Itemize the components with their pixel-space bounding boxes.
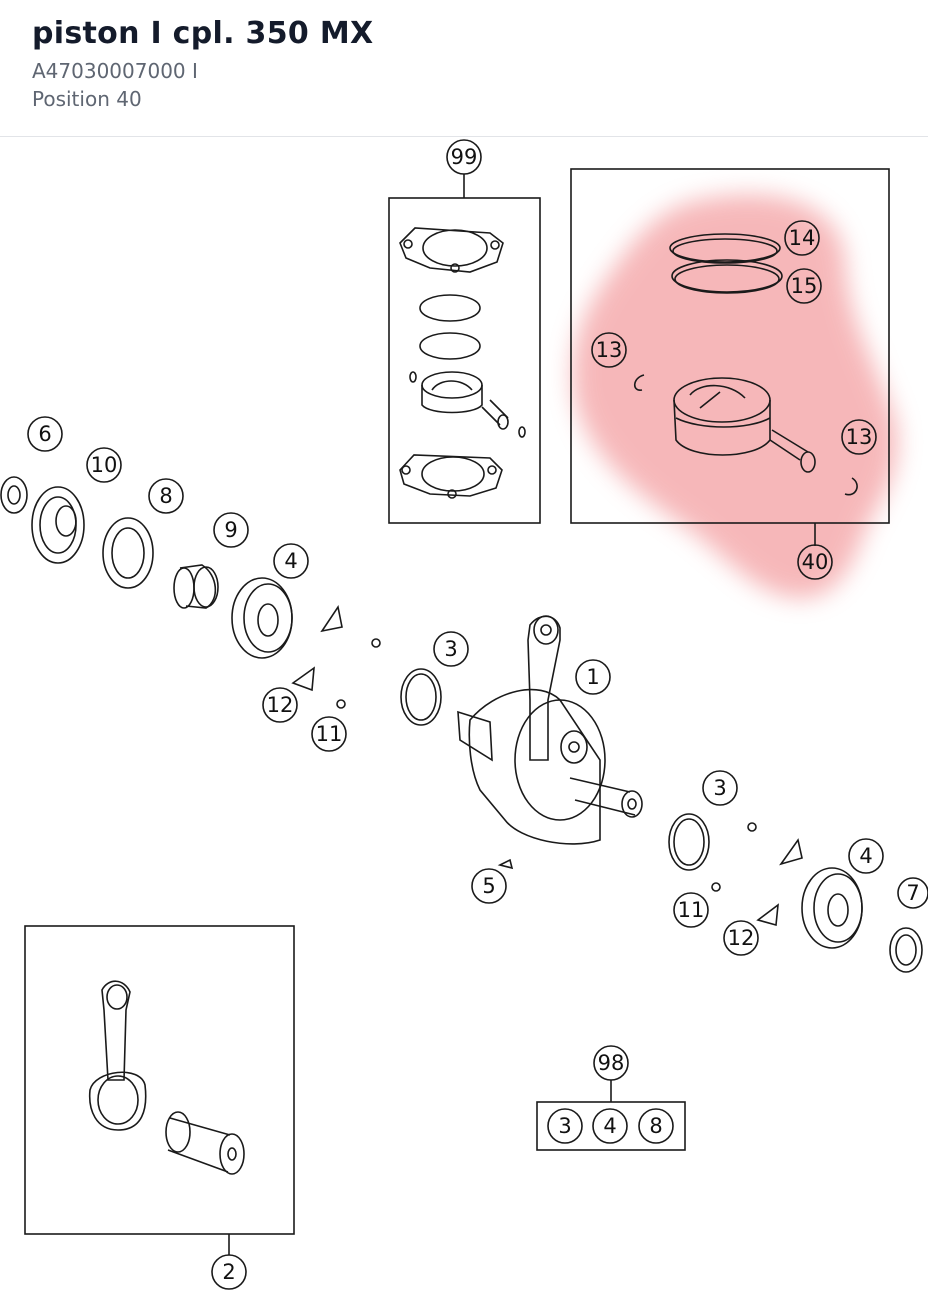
svg-text:12: 12 (267, 693, 294, 717)
svg-text:1: 1 (586, 665, 599, 689)
piston-drawing (633, 233, 858, 496)
callout-11-left[interactable]: 11 (311, 716, 347, 752)
svg-text:12: 12 (728, 926, 755, 950)
svg-text:11: 11 (678, 898, 705, 922)
svg-text:6: 6 (38, 422, 51, 446)
callout-98-4[interactable]: 4 (592, 1108, 628, 1144)
callout-13-left[interactable]: 13 (591, 332, 627, 368)
callout-12-right[interactable]: 12 (723, 920, 759, 956)
callout-11-right[interactable]: 11 (673, 892, 709, 928)
svg-text:8: 8 (159, 484, 172, 508)
callout-8[interactable]: 8 (148, 478, 184, 514)
callout-4-left[interactable]: 4 (273, 543, 309, 579)
conrod-box (24, 925, 295, 1235)
callout-40[interactable]: 40 (797, 544, 833, 580)
svg-text:3: 3 (713, 776, 726, 800)
svg-text:4: 4 (859, 844, 872, 868)
position-label: Position 40 (32, 87, 142, 111)
svg-text:13: 13 (596, 338, 623, 362)
callout-14[interactable]: 14 (784, 220, 820, 256)
svg-text:3: 3 (444, 637, 457, 661)
part-number: A47030007000 I (32, 59, 198, 83)
callout-98-3[interactable]: 3 (547, 1108, 583, 1144)
callout-9[interactable]: 9 (213, 512, 249, 548)
svg-text:13: 13 (846, 425, 873, 449)
callout-13-right[interactable]: 13 (841, 419, 877, 455)
svg-text:14: 14 (789, 226, 816, 250)
svg-text:3: 3 (558, 1114, 571, 1138)
gasket-set-drawing (399, 227, 526, 499)
svg-text:4: 4 (603, 1114, 616, 1138)
shaft-parts-left (0, 476, 442, 726)
shaft-parts-right (668, 813, 923, 973)
callout-98[interactable]: 98 (593, 1045, 629, 1081)
callout-99[interactable]: 99 (446, 139, 482, 175)
callout-7[interactable]: 7 (897, 877, 928, 909)
callout-15[interactable]: 15 (786, 268, 822, 304)
crankshaft-drawing (457, 615, 643, 870)
svg-text:15: 15 (791, 274, 818, 298)
svg-text:11: 11 (316, 722, 343, 746)
svg-text:5: 5 (482, 874, 495, 898)
svg-text:10: 10 (91, 453, 118, 477)
svg-text:8: 8 (649, 1114, 662, 1138)
callout-1[interactable]: 1 (575, 659, 611, 695)
highlight-region (572, 194, 898, 599)
callout-2[interactable]: 2 (211, 1254, 247, 1290)
svg-text:40: 40 (802, 550, 829, 574)
svg-text:98: 98 (598, 1051, 625, 1075)
callout-12-left[interactable]: 12 (262, 687, 298, 723)
svg-text:9: 9 (224, 518, 237, 542)
callout-5[interactable]: 5 (471, 868, 507, 904)
svg-text:7: 7 (906, 881, 919, 905)
svg-text:2: 2 (222, 1260, 235, 1284)
callout-4-right[interactable]: 4 (848, 838, 884, 874)
page-title: piston I cpl. 350 MX (32, 16, 374, 51)
callout-98-8[interactable]: 8 (638, 1108, 674, 1144)
callout-10[interactable]: 10 (86, 447, 122, 483)
svg-text:99: 99 (451, 145, 478, 169)
conrod-drawing (88, 980, 245, 1175)
piston-box (570, 168, 890, 524)
exploded-parts-diagram: 99 14 15 13 13 40 6 10 8 9 4 3 1 12 11 3… (0, 139, 928, 1290)
callout-3-right[interactable]: 3 (702, 770, 738, 806)
callout-3-left[interactable]: 3 (433, 631, 469, 667)
svg-text:4: 4 (284, 549, 297, 573)
callout-6[interactable]: 6 (27, 416, 63, 452)
page-header: piston I cpl. 350 MX A47030007000 I Posi… (0, 0, 928, 137)
